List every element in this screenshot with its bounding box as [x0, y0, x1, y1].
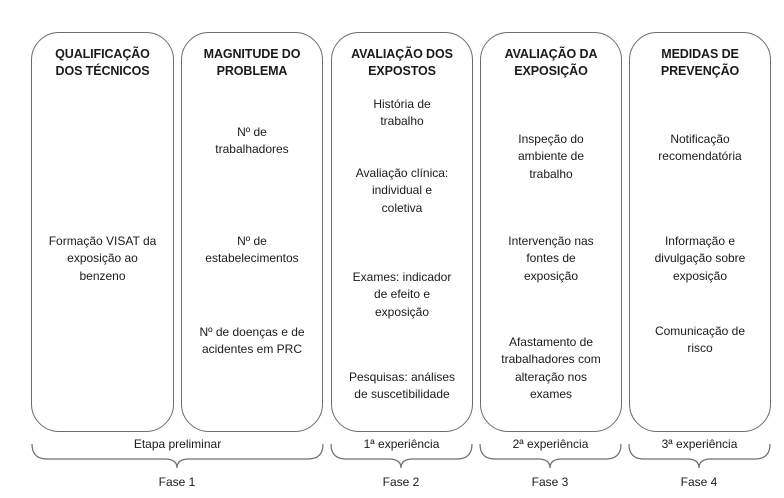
- column-item: Nº de trabalhadores: [186, 124, 318, 159]
- item-line: Nº de: [237, 125, 267, 139]
- item-line: exposição: [523, 268, 579, 283]
- item-line: trabalhadores: [215, 142, 289, 157]
- column-item: Comunicação de risco: [634, 323, 766, 358]
- column-item: Formação VISAT da exposição ao benzeno: [36, 233, 169, 285]
- title-line: AVALIAÇÃO DOS: [351, 47, 453, 61]
- title-line: PREVENÇÃO: [660, 64, 740, 78]
- item-line: alteração nos: [514, 369, 588, 384]
- phase-label: Fase 3: [531, 475, 569, 489]
- column-title: AVALIAÇÃO DA EXPOSIÇÃO: [481, 46, 621, 80]
- item-line: de efeito e: [373, 287, 431, 302]
- title-line: PROBLEMA: [216, 64, 288, 78]
- column-title: AVALIAÇÃO DOS EXPOSTOS: [332, 46, 472, 80]
- title-line: MEDIDAS DE: [661, 47, 739, 61]
- item-line: Nº de: [237, 234, 267, 248]
- column-qualificacao: QUALIFICAÇÃO DOS TÉCNICOS Formação VISAT…: [31, 32, 174, 432]
- item-line: trabalhadores com: [501, 352, 601, 367]
- stage-label: 3ª experiência: [661, 437, 738, 451]
- item-line: Pesquisas: análises: [348, 370, 456, 384]
- item-line: Informação e: [664, 234, 736, 248]
- column-medidas-prevencao: MEDIDAS DE PREVENÇÃO Notificação recomen…: [629, 32, 771, 432]
- item-line: ambiente de: [517, 149, 585, 164]
- item-line: exposição: [374, 304, 430, 319]
- column-item: Exames: indicador de efeito e exposição: [336, 269, 468, 321]
- column-item: Nº de estabelecimentos: [186, 233, 318, 268]
- phase-label: Fase 4: [680, 475, 718, 489]
- column-item: Pesquisas: análises de suscetibilidade: [336, 369, 468, 404]
- stage-label: 2ª experiência: [512, 437, 589, 451]
- item-line: exposição ao: [67, 251, 138, 266]
- phase-label: Fase 2: [382, 475, 420, 489]
- item-line: exames: [529, 386, 573, 401]
- item-line: de suscetibilidade: [354, 387, 450, 402]
- item-line: trabalho: [529, 166, 573, 181]
- item-line: acidentes em PRC: [201, 342, 303, 357]
- title-line: QUALIFICAÇÃO: [55, 47, 150, 61]
- item-line: Inspeção do: [518, 132, 584, 146]
- stage-label: 1ª experiência: [363, 437, 440, 451]
- title-line: DOS TÉCNICOS: [55, 64, 150, 78]
- column-item: Afastamento de trabalhadores com alteraç…: [485, 334, 617, 403]
- title-line: EXPOSIÇÃO: [514, 64, 588, 78]
- item-line: Nº de doenças e de: [199, 325, 305, 339]
- item-line: fontes de: [526, 251, 576, 266]
- item-line: Afastamento de: [508, 335, 594, 349]
- item-line: trabalho: [380, 114, 424, 129]
- stage-label: Etapa preliminar: [133, 437, 222, 451]
- item-line: Intervenção nas: [508, 234, 594, 248]
- item-line: exposição: [672, 268, 728, 283]
- item-line: recomendatória: [658, 149, 742, 164]
- column-title: MEDIDAS DE PREVENÇÃO: [630, 46, 770, 80]
- title-line: MAGNITUDE DO: [203, 47, 301, 61]
- item-line: Formação VISAT da: [48, 234, 157, 248]
- item-line: História de: [373, 97, 431, 111]
- column-item: Intervenção nas fontes de exposição: [485, 233, 617, 285]
- item-line: benzeno: [79, 268, 126, 283]
- item-line: coletiva: [381, 200, 423, 215]
- item-line: individual e: [371, 183, 433, 198]
- column-item: Inspeção do ambiente de trabalho: [485, 131, 617, 183]
- item-line: estabelecimentos: [205, 251, 299, 266]
- title-line: EXPOSTOS: [368, 64, 436, 78]
- column-item: Informação e divulgação sobre exposição: [634, 233, 766, 285]
- item-line: divulgação sobre: [654, 251, 746, 266]
- item-line: risco: [687, 341, 713, 356]
- item-line: Comunicação de: [654, 324, 746, 338]
- item-line: Exames: indicador: [352, 270, 452, 284]
- column-avaliacao-expostos: AVALIAÇÃO DOS EXPOSTOS História de traba…: [331, 32, 473, 432]
- column-item: Nº de doenças e de acidentes em PRC: [186, 324, 318, 359]
- column-item: Notificação recomendatória: [634, 131, 766, 166]
- column-magnitude: MAGNITUDE DO PROBLEMA Nº de trabalhadore…: [181, 32, 323, 432]
- column-title: MAGNITUDE DO PROBLEMA: [182, 46, 322, 80]
- item-line: Notificação: [670, 132, 730, 146]
- column-title: QUALIFICAÇÃO DOS TÉCNICOS: [32, 46, 173, 80]
- column-item: História de trabalho: [336, 96, 468, 131]
- phase-label: Fase 1: [158, 475, 196, 489]
- item-line: Avaliação clínica:: [355, 166, 449, 180]
- column-avaliacao-exposicao: AVALIAÇÃO DA EXPOSIÇÃO Inspeção do ambie…: [480, 32, 622, 432]
- title-line: AVALIAÇÃO DA: [504, 47, 598, 61]
- column-item: Avaliação clínica: individual e coletiva: [336, 165, 468, 217]
